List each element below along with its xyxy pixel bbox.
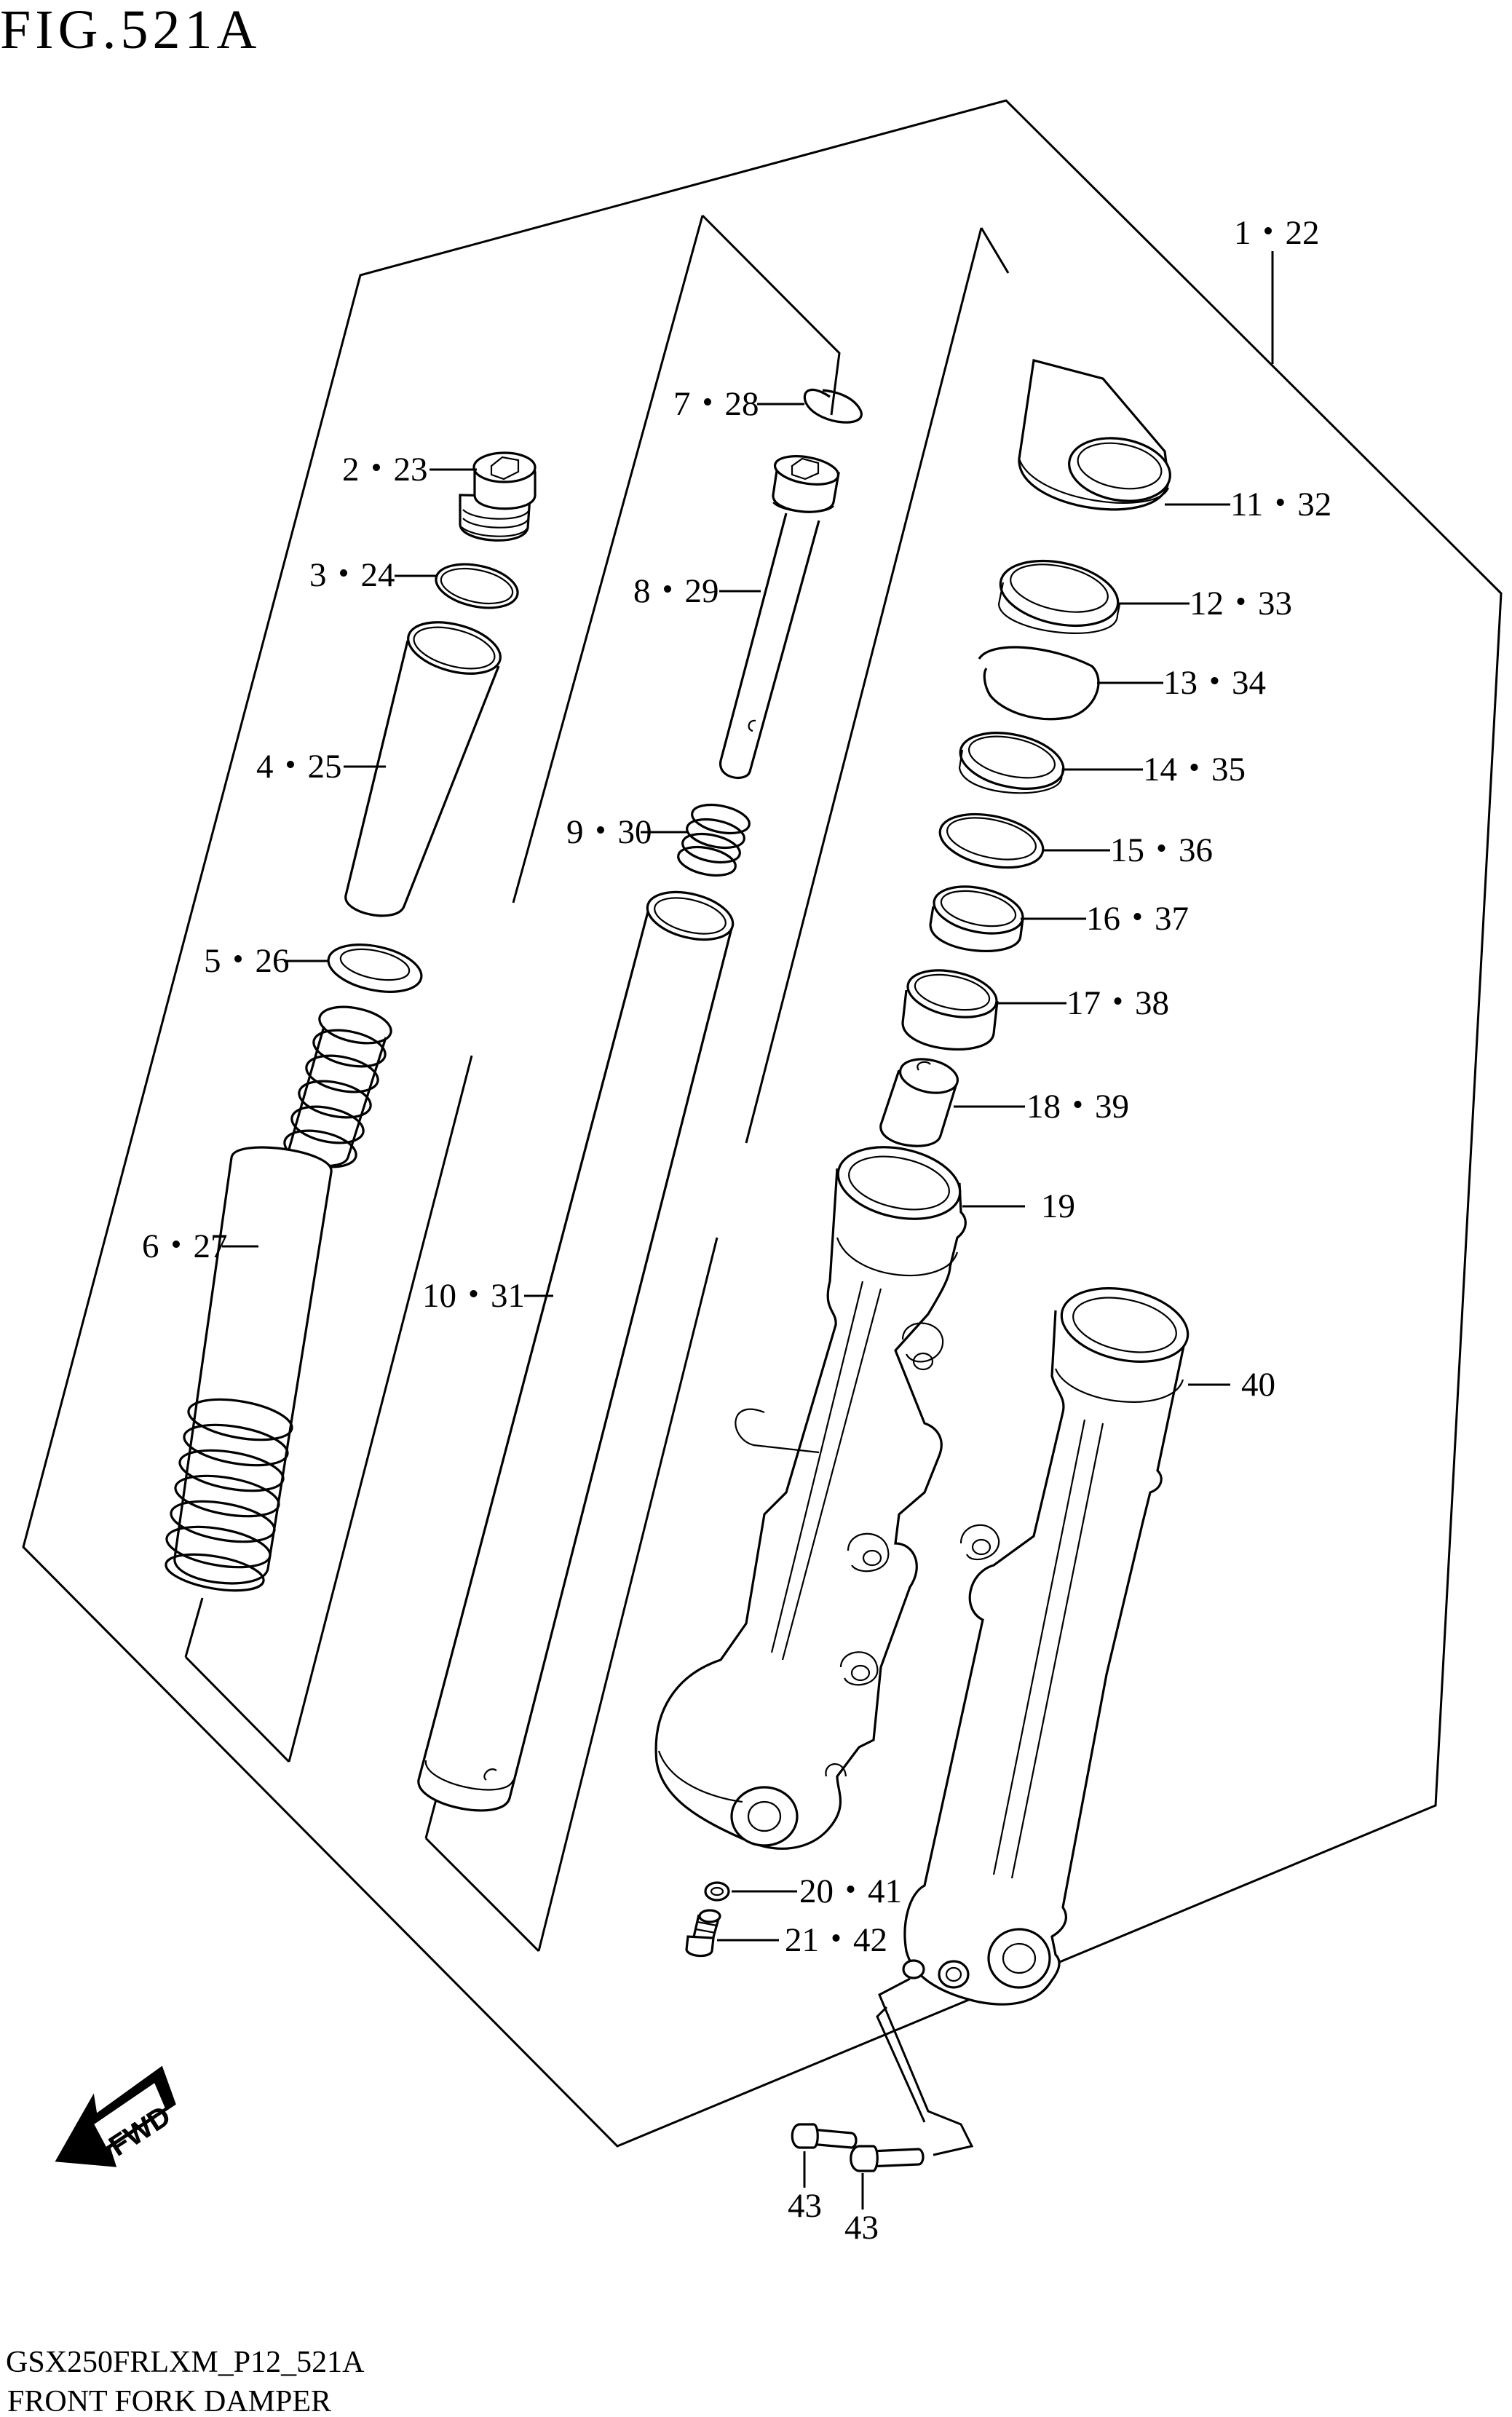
part-slide-bushing	[929, 885, 1024, 952]
callout-17-38: 17・38	[1066, 984, 1169, 1022]
part-damper-bolt	[685, 1909, 721, 1958]
fwd-arrow-icon: FWD	[55, 2065, 176, 2167]
part-rebound-spring	[677, 803, 751, 877]
callout-6-27: 6・27	[142, 1227, 228, 1265]
callout-4-25: 4・25	[256, 748, 342, 786]
part-stopper-ring	[978, 646, 1100, 721]
callout-11-32: 11・32	[1230, 486, 1331, 523]
bolt-guide-line	[878, 1977, 974, 2156]
part-washer	[327, 944, 423, 993]
callout-7-28: 7・28	[673, 385, 759, 423]
part-seal-retainer	[958, 732, 1065, 794]
part-cap-bolt	[459, 451, 537, 542]
part-o-ring	[435, 563, 519, 609]
callout-43-b: 43	[844, 2209, 879, 2247]
callout-18-39: 18・39	[1026, 1088, 1129, 1126]
part-dust-seal	[1018, 358, 1171, 511]
part-inner-tube	[417, 890, 735, 1812]
callout-20-41: 20・41	[799, 1872, 902, 1910]
part-caliper-bolt-2	[850, 2145, 925, 2172]
part-caliper-bolt-1	[791, 2123, 858, 2149]
part-oil-seal	[997, 559, 1121, 634]
callout-12-33: 12・33	[1190, 585, 1292, 622]
leader-lines	[222, 251, 1274, 2210]
callout-10-31: 10・31	[422, 1277, 525, 1315]
panel-left-outline	[701, 214, 841, 416]
callout-43-a: 43	[788, 2187, 822, 2225]
part-damper-rod	[719, 455, 840, 779]
figure-title: FIG.521A	[0, 0, 261, 60]
callout-5-26: 5・26	[204, 942, 290, 980]
assembly-frame	[22, 99, 1503, 2148]
callout-13-34: 13・34	[1163, 664, 1266, 702]
part-guide-bushing	[901, 969, 999, 1051]
part-circlip	[803, 388, 863, 424]
callout-15-36: 15・36	[1110, 831, 1213, 869]
callout-40: 40	[1241, 1366, 1275, 1404]
footer-code: GSX250FRLXM_P12_521A	[6, 2346, 365, 2379]
part-oil-lock-piece	[879, 1058, 959, 1147]
callout-16-37: 16・37	[1086, 900, 1189, 938]
footer-caption: FRONT FORK DAMPER	[7, 2385, 331, 2417]
callout-1-22: 1・22	[1234, 214, 1320, 252]
part-fork-spring	[165, 1005, 392, 1592]
callout-9-30: 9・30	[566, 813, 652, 851]
part-outer-tube-right	[654, 1146, 967, 1850]
callout-21-42: 21・42	[785, 1921, 887, 1959]
part-seal-washer	[938, 812, 1045, 869]
callout-2-23: 2・23	[342, 451, 428, 488]
callout-19: 19	[1041, 1187, 1075, 1225]
part-gasket	[704, 1881, 730, 1902]
callout-8-29: 8・29	[633, 572, 719, 610]
callout-14-35: 14・35	[1143, 751, 1246, 788]
part-outer-tube-left	[902, 1287, 1190, 2006]
part-spacer-tube	[344, 621, 502, 917]
callout-3-24: 3・24	[309, 556, 395, 594]
